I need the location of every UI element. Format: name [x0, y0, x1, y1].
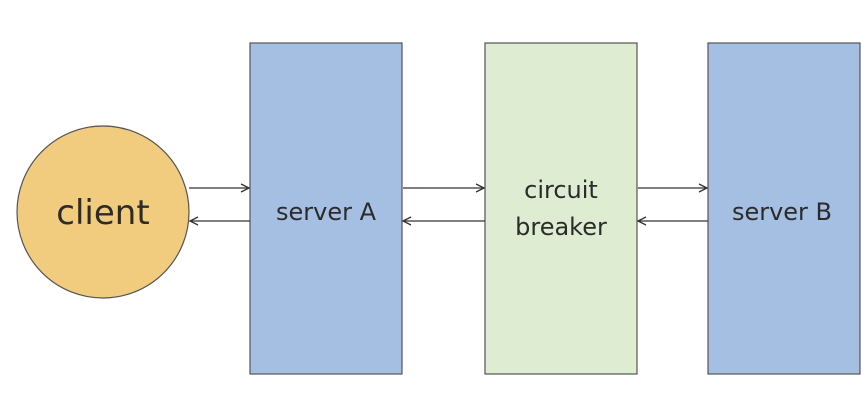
- client-node: client: [16, 125, 190, 299]
- client-label: client: [56, 193, 149, 233]
- server-a-box: [249, 42, 403, 375]
- server-a-node: server A: [249, 42, 403, 375]
- circuit-breaker-node: circuit breaker: [484, 42, 638, 375]
- server-b-label: server B: [732, 198, 832, 226]
- client-circle: [16, 125, 190, 299]
- circuit-breaker-box: [484, 42, 638, 375]
- server-a-label: server A: [276, 198, 377, 226]
- circuit-breaker-label-line1: circuit: [524, 176, 598, 204]
- server-b-node: server B: [707, 42, 861, 375]
- circuit-breaker-label-line2: breaker: [515, 213, 607, 241]
- server-b-box: [707, 42, 861, 375]
